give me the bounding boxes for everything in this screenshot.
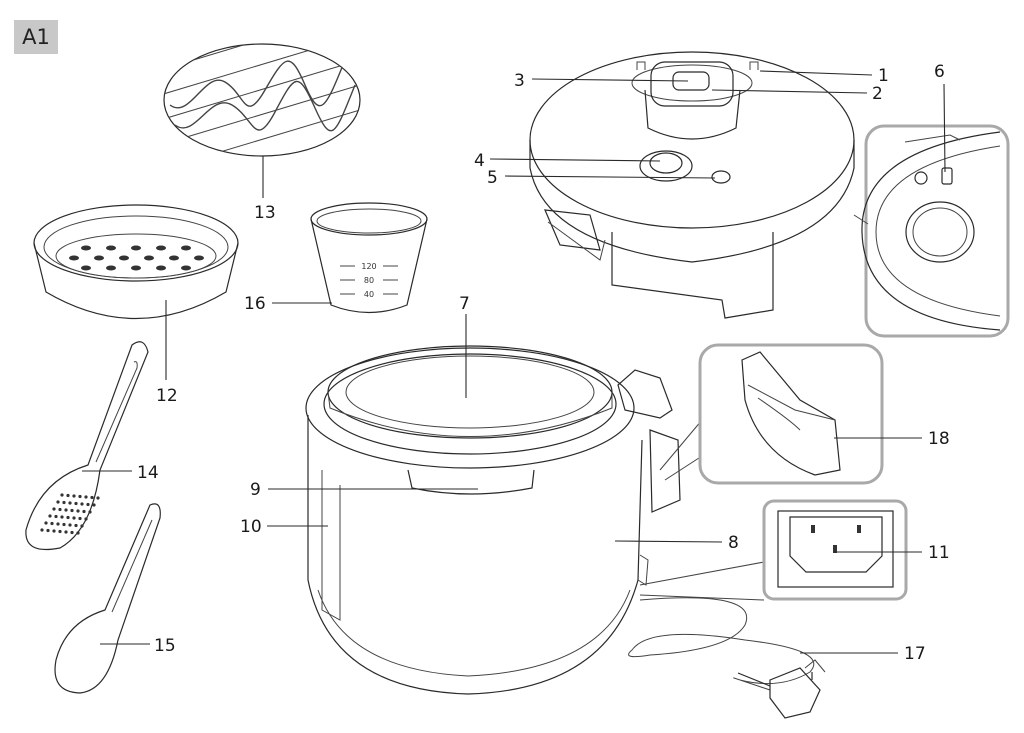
spoon-hole: [80, 524, 84, 528]
condensation-collector-detail: [698, 343, 884, 485]
callout-18: 18: [928, 429, 950, 449]
basket-hole: [156, 265, 166, 271]
spoon-hole: [66, 515, 70, 520]
callout-4: 4: [474, 151, 485, 171]
spoon-hole: [68, 501, 72, 505]
spoon-hole: [70, 508, 74, 513]
basket-hole: [94, 255, 104, 261]
scale-mark-80: 80: [364, 276, 374, 285]
callout-6: 6: [934, 62, 945, 82]
callout-10: 10: [240, 517, 262, 537]
basket-hole: [156, 245, 166, 251]
basket-hole: [131, 245, 141, 251]
basket-hole: [106, 265, 116, 271]
spoon-hole: [86, 502, 90, 507]
basket-hole: [81, 265, 91, 271]
cooker-body: [305, 345, 765, 695]
spoon-hole: [76, 531, 80, 535]
spoon-hole: [60, 515, 64, 519]
spoon-hole: [74, 523, 78, 528]
spoon-hole: [56, 522, 60, 526]
scale-mark-120: 120: [361, 262, 376, 271]
basket-hole: [181, 265, 191, 271]
slotted-spoon: [25, 341, 149, 551]
callout-5: 5: [487, 168, 498, 188]
spoon-hole: [52, 529, 56, 533]
callout-8: 8: [728, 533, 739, 553]
spoon-hole: [46, 528, 50, 533]
spoon-hole: [84, 517, 88, 521]
spoon-hole: [84, 495, 88, 499]
spoon-hole: [50, 521, 54, 526]
callout-11: 11: [928, 543, 950, 563]
spoon-hole: [90, 495, 94, 500]
spoon-hole: [64, 508, 68, 512]
callout-16: 16: [244, 294, 266, 314]
spoon-hole: [72, 494, 76, 498]
callout-13: 13: [254, 203, 276, 223]
callout-labels: 1 2 3 4 5 6 7 8 9 10: [82, 62, 950, 664]
basket-hole: [194, 255, 204, 261]
spoon-hole: [96, 496, 100, 500]
basket-hole: [131, 265, 141, 271]
callout-7: 7: [459, 294, 470, 314]
measuring-cup: 120 80 40: [310, 202, 428, 314]
basket-hole: [169, 255, 179, 261]
spoon-hole: [68, 523, 72, 527]
spoon-hole: [64, 530, 68, 534]
callout-14: 14: [137, 463, 159, 483]
spoon-hole: [92, 503, 96, 507]
spoon-hole: [82, 509, 86, 514]
lid-underside-detail: [853, 124, 1010, 338]
spoon-hole: [78, 494, 82, 499]
callout-2: 2: [872, 84, 883, 104]
basket-hole: [144, 255, 154, 261]
spoon-hole: [76, 509, 80, 513]
callout-15: 15: [154, 636, 176, 656]
spoon-hole: [78, 516, 82, 521]
steam-basket: [33, 204, 239, 319]
callout-1: 1: [878, 66, 889, 86]
spoon-hole: [66, 493, 70, 498]
spoon-hole: [58, 507, 62, 512]
spoon-hole: [58, 529, 62, 534]
callout-17: 17: [904, 644, 926, 664]
power-cord: [628, 597, 826, 719]
callout-3: 3: [514, 71, 525, 91]
spoon-hole: [62, 522, 66, 527]
rice-spoon: [54, 503, 161, 694]
basket-hole: [69, 255, 79, 261]
basket-hole: [181, 245, 191, 251]
spoon-hole: [74, 501, 78, 506]
spoon-hole: [44, 521, 48, 525]
spoon-hole: [54, 514, 58, 519]
basket-hole: [119, 255, 129, 261]
spoon-hole: [52, 507, 56, 511]
spoon-hole: [60, 493, 64, 497]
basket-hole: [106, 245, 116, 251]
spoon-hole: [72, 516, 76, 520]
sealing-ring-detail: [163, 43, 361, 157]
spoon-hole: [56, 500, 60, 504]
callout-9: 9: [250, 480, 261, 500]
spoon-hole: [48, 514, 52, 518]
power-socket-detail: [762, 499, 908, 601]
spoon-hole: [88, 510, 92, 514]
spoon-hole: [70, 530, 74, 535]
spoon-hole: [62, 500, 66, 505]
callout-12: 12: [156, 386, 178, 406]
figure-tag: A1: [14, 20, 58, 54]
basket-hole: [81, 245, 91, 251]
spoon-hole: [40, 528, 44, 532]
lid: [529, 51, 855, 319]
scale-mark-40: 40: [364, 290, 374, 299]
spoon-hole: [80, 502, 84, 506]
